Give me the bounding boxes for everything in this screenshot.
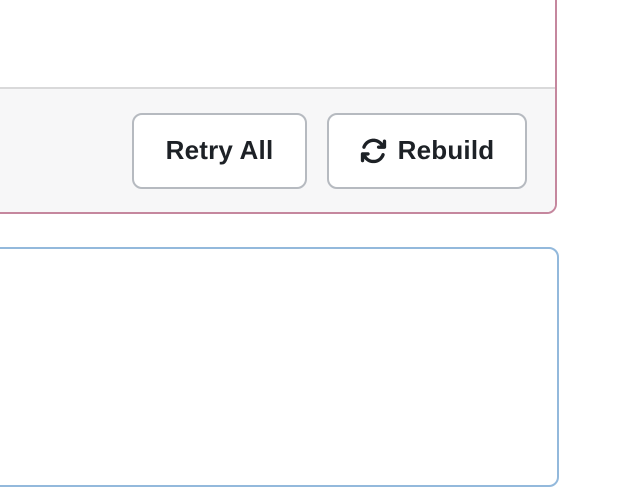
failed-build-card-footer: Retry All Rebuild xyxy=(0,87,555,212)
retry-all-button-label: Retry All xyxy=(165,135,274,165)
failed-build-card-body xyxy=(0,0,555,87)
sync-icon xyxy=(360,137,387,164)
rebuild-button-label: Rebuild xyxy=(397,135,495,165)
failed-build-card: Retry All Rebuild xyxy=(0,0,557,214)
retry-all-button[interactable]: Retry All xyxy=(132,112,307,189)
rebuild-button[interactable]: Rebuild xyxy=(327,112,527,189)
next-section-card xyxy=(0,247,559,487)
